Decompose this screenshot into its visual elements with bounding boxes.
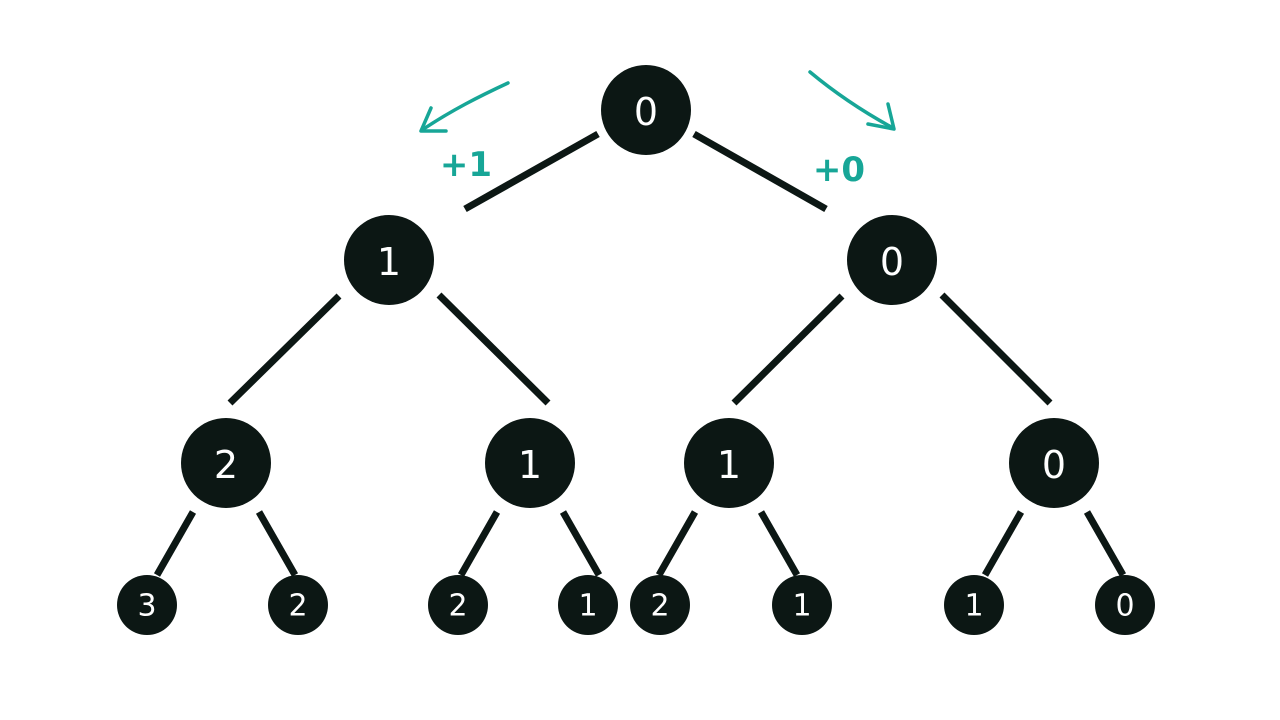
node-value: 2 (214, 443, 238, 487)
edge-r-rl (731, 293, 845, 406)
tree-node-lll: 3 (117, 575, 177, 635)
node-value: 2 (650, 589, 669, 624)
tree-node-lr: 1 (485, 418, 575, 508)
node-value: 1 (792, 589, 811, 624)
node-value: 2 (448, 589, 467, 624)
edge-ll-llr (255, 510, 299, 577)
tree-node-rl: 1 (684, 418, 774, 508)
node-value: 0 (1115, 589, 1134, 624)
arrow-down-right-icon (808, 70, 896, 131)
tree-node-ll: 2 (181, 418, 271, 508)
edge-rr-rrr (1083, 510, 1127, 577)
node-value: 1 (518, 443, 542, 487)
edge-root-right (692, 130, 828, 213)
edge-rl-rll (655, 510, 699, 577)
edge-lr-lrr (559, 510, 603, 577)
arrow-down-left-icon (419, 81, 510, 133)
edge-weight-label-left: +1 (440, 145, 492, 185)
node-value: 0 (1042, 443, 1066, 487)
node-value: 3 (137, 589, 156, 624)
node-value: 1 (377, 240, 401, 284)
edge-lr-lrl (457, 510, 501, 577)
edge-rl-rlr (757, 510, 801, 577)
tree-node-llr: 2 (268, 575, 328, 635)
edge-weight-label-right: +0 (813, 150, 865, 190)
tree-node-rlr: 1 (772, 575, 832, 635)
tree-node-lrl: 2 (428, 575, 488, 635)
node-value: 1 (964, 589, 983, 624)
tree-node-rrr: 0 (1095, 575, 1155, 635)
tree-node-r: 0 (847, 215, 937, 305)
edge-l-lr (436, 292, 551, 406)
node-value: 2 (288, 589, 307, 624)
tree-node-lrr: 1 (558, 575, 618, 635)
node-value: 0 (880, 240, 904, 284)
node-value: 1 (578, 589, 597, 624)
edge-r-rr (939, 292, 1053, 406)
edge-rr-rrl (981, 510, 1025, 577)
tree-node-rr: 0 (1009, 418, 1099, 508)
edge-root-left (463, 130, 600, 213)
tree-node-l: 1 (344, 215, 434, 305)
tree-node-root: 0 (601, 65, 691, 155)
tree-node-rll: 2 (630, 575, 690, 635)
edge-l-ll (227, 293, 342, 406)
node-value: 0 (634, 90, 658, 134)
tree-node-rrl: 1 (944, 575, 1004, 635)
node-value: 1 (717, 443, 741, 487)
edge-ll-lll (153, 510, 197, 577)
